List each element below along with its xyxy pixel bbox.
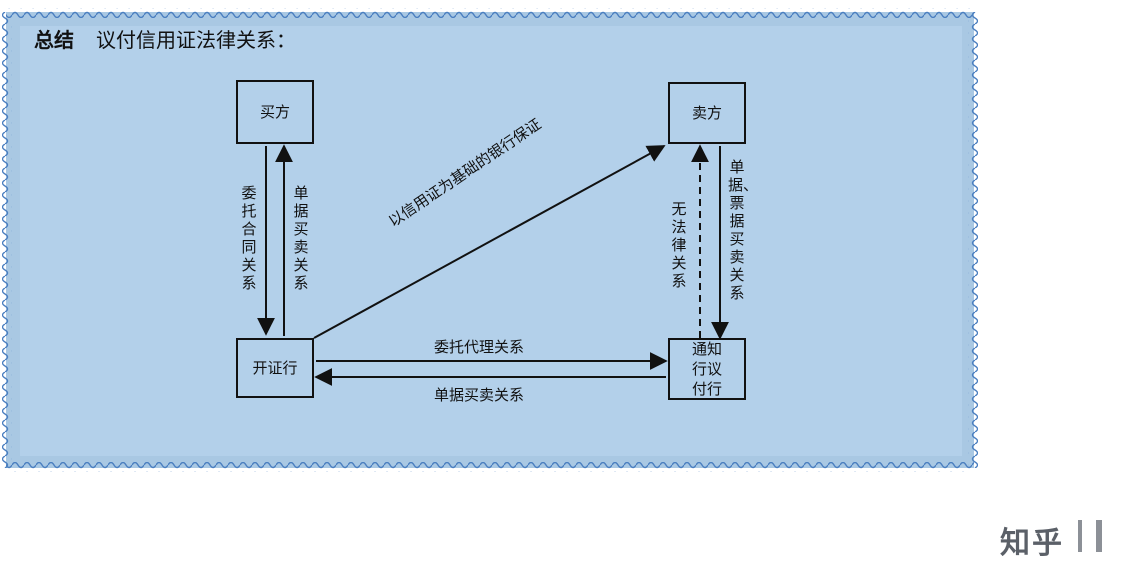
label-buyer-to-issuer: 委托合同关系 (241, 184, 257, 292)
node-seller: 卖方 (668, 82, 746, 144)
zhihu-watermark: 知乎 (1000, 526, 1064, 561)
page-title: 总结议付信用证法律关系： (34, 24, 296, 52)
node-buyer: 买方 (236, 80, 314, 144)
title-text: 议付信用证法律关系： (96, 28, 296, 52)
label-agency: 委托代理关系 (434, 338, 525, 356)
watermark-bar (1096, 520, 1102, 552)
label-issuer-to-buyer: 单据买卖关系 (293, 184, 309, 292)
watermark-bar (1078, 520, 1082, 552)
title-bold: 总结 (34, 28, 74, 52)
label-seller-to-bank: 单据、票据买卖关系 (728, 158, 759, 302)
label-no-relation: 无法律关系 (671, 200, 687, 290)
label-docs-trade: 单据买卖关系 (434, 386, 525, 404)
arrow-guarantee (313, 145, 666, 339)
node-issuing-bank: 开证行 (236, 338, 314, 398)
node-notifying-bank: 通知行议付行 (668, 338, 746, 400)
